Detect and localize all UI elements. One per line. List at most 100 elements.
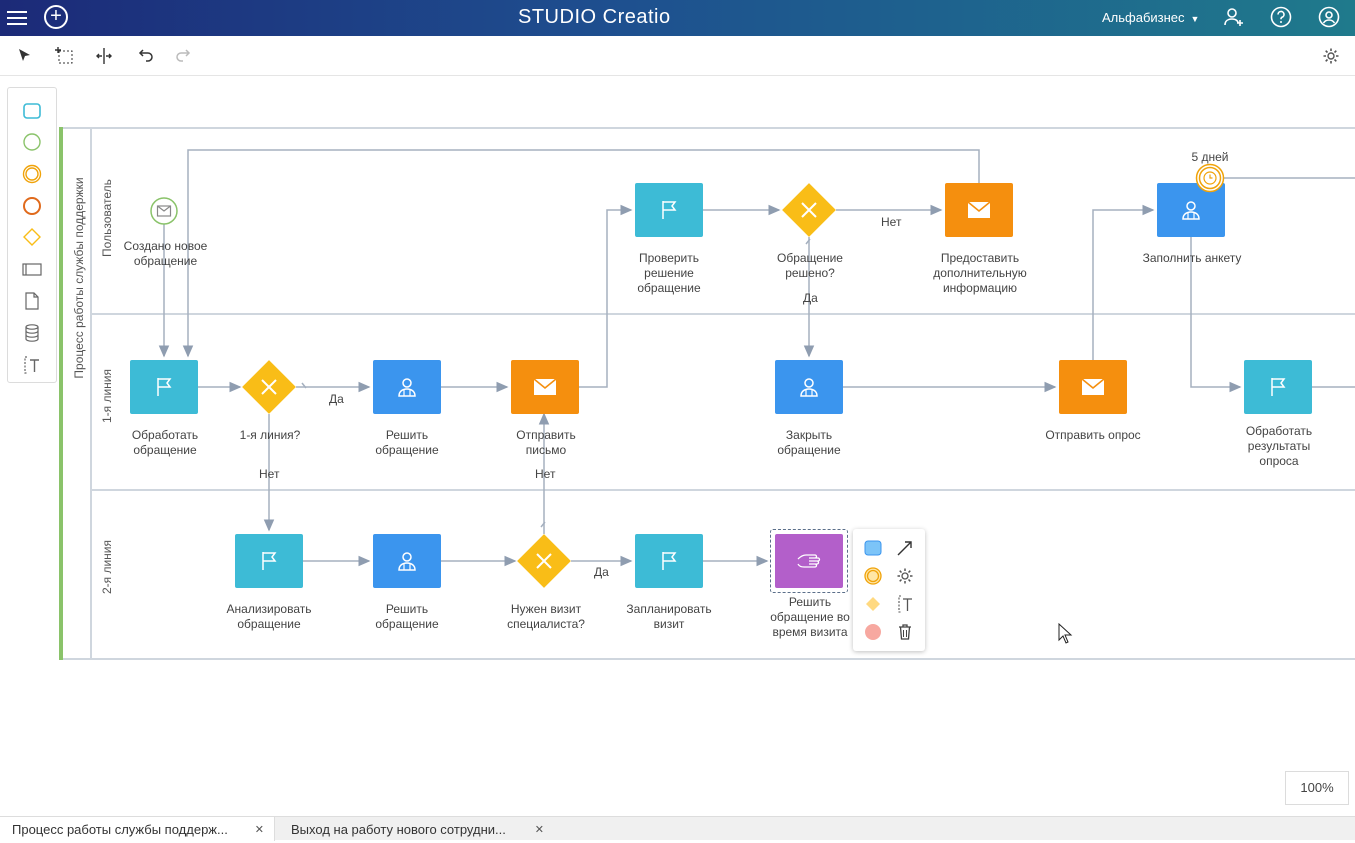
timer-event-icon[interactable] (1195, 163, 1225, 193)
lane-tool-icon[interactable] (21, 258, 43, 280)
label-process-results: Обработать результаты опроса (1245, 424, 1313, 468)
space-tool-icon[interactable] (94, 46, 114, 66)
element-palette (7, 87, 57, 383)
task-analyze-request[interactable] (235, 534, 303, 588)
designer-toolbar (0, 36, 1355, 76)
pool[interactable] (59, 127, 1355, 660)
tab-bar: Процесс работы службы поддерж... ✕ Выход… (0, 816, 1355, 841)
label-resolve-request-1: Решить обращение (375, 428, 439, 457)
start-event-tool-icon[interactable] (21, 131, 43, 153)
tab-label: Процесс работы службы поддерж... (12, 822, 228, 837)
label-process-request: Обработать обращение (131, 428, 199, 457)
flow-label-no: Нет (259, 467, 280, 481)
task-resolve-request-2[interactable] (373, 534, 441, 588)
label-timer: 5 дней (1191, 150, 1229, 164)
gateway-tool-icon[interactable] (21, 226, 43, 248)
lasso-select-icon[interactable] (54, 46, 74, 66)
menu-icon[interactable] (7, 8, 27, 26)
flag-icon (662, 201, 677, 219)
user-task-icon (398, 378, 416, 397)
flag-icon (262, 552, 277, 570)
label-check-solution: Проверить решение обращение (637, 251, 701, 295)
flag-icon (662, 552, 677, 570)
delete-icon[interactable] (895, 622, 915, 642)
manual-task-icon (797, 554, 821, 568)
label-analyze-request: Анализировать обращение (226, 602, 312, 631)
task-process-request[interactable] (130, 360, 198, 414)
help-icon[interactable] (1270, 6, 1292, 28)
tab-label: Выход на работу нового сотрудни... (291, 822, 506, 837)
label-fill-survey: Заполнить анкету (1142, 251, 1242, 265)
top-bar: + STUDIO Creatio Альфабизнес▼ (0, 0, 1355, 36)
user-task-icon (800, 378, 818, 397)
workspace-selector[interactable]: Альфабизнес▼ (1102, 10, 1200, 25)
flow-label-yes: Да (329, 392, 344, 406)
add-user-icon[interactable] (1223, 6, 1245, 28)
annotation-icon[interactable] (895, 594, 915, 614)
context-pad (853, 529, 925, 651)
intermediate-event-tool-icon[interactable] (21, 163, 43, 185)
append-end-event-icon[interactable] (863, 622, 883, 642)
label-send-letter: Отправить письмо (516, 428, 576, 457)
mail-icon (967, 201, 991, 218)
selection-outline (770, 529, 848, 593)
task-check-solution[interactable] (635, 183, 703, 237)
lane-divider (92, 313, 1355, 315)
connect-arrow-icon[interactable] (895, 538, 915, 558)
flag-icon (157, 378, 172, 396)
label-send-survey: Отправить опрос (1045, 428, 1141, 442)
task-send-survey[interactable] (1059, 360, 1127, 414)
pool-accent (59, 127, 63, 660)
undo-icon[interactable] (135, 46, 155, 66)
task-close-request[interactable] (775, 360, 843, 414)
tab-process-support[interactable]: Процесс работы службы поддерж... ✕ (0, 817, 275, 841)
flow-label-yes: Да (594, 565, 609, 579)
label-start-event: Создано новое обращение (123, 239, 208, 268)
mouse-cursor-icon (1058, 623, 1073, 644)
label-resolve-request-2: Решить обращение (375, 602, 439, 631)
flag-icon (1271, 378, 1286, 396)
profile-icon[interactable] (1318, 6, 1340, 28)
mail-icon (1081, 378, 1105, 395)
task-provide-info[interactable] (945, 183, 1013, 237)
label-resolve-on-visit: Решить обращение во время визита (770, 595, 850, 639)
data-object-tool-icon[interactable] (21, 290, 43, 312)
flow-label-no: Нет (535, 467, 556, 481)
append-intermediate-event-icon[interactable] (863, 566, 883, 586)
close-icon[interactable]: ✕ (254, 824, 264, 836)
user-task-icon (398, 552, 416, 571)
task-resolve-request-1[interactable] (373, 360, 441, 414)
task-resolve-on-visit[interactable] (775, 534, 843, 588)
user-task-icon (1182, 201, 1200, 220)
settings-icon[interactable] (895, 566, 915, 586)
append-gateway-icon[interactable] (863, 594, 883, 614)
lane-divider (92, 489, 1355, 491)
annotation-tool-icon[interactable] (21, 354, 43, 376)
close-icon[interactable]: ✕ (534, 824, 544, 836)
mail-icon (533, 378, 557, 395)
label-gateway-first-line: 1-я линия? (239, 428, 301, 442)
task-send-letter[interactable] (511, 360, 579, 414)
zoom-level[interactable]: 100% (1285, 771, 1349, 805)
task-process-results[interactable] (1244, 360, 1312, 414)
label-gateway-resolved: Обращение решено? (777, 251, 843, 280)
flow-label-yes: Да (803, 291, 818, 305)
redo-icon[interactable] (174, 46, 194, 66)
flow-label-no: Нет (881, 215, 902, 229)
pool-header-separator (90, 127, 92, 660)
append-task-icon[interactable] (863, 538, 883, 558)
message-start-event-icon[interactable] (149, 196, 179, 226)
pointer-icon[interactable] (15, 46, 35, 66)
task-plan-visit[interactable] (635, 534, 703, 588)
tab-new-employee[interactable]: Выход на работу нового сотрудни... ✕ (279, 817, 554, 841)
settings-icon[interactable] (1321, 46, 1341, 66)
label-provide-info: Предоставить дополнительную информацию (933, 251, 1027, 295)
label-plan-visit: Запланировать визит (626, 602, 712, 631)
task-tool-icon[interactable] (21, 100, 43, 122)
task-fill-survey[interactable] (1157, 183, 1225, 237)
add-icon[interactable]: + (44, 5, 68, 29)
end-event-tool-icon[interactable] (21, 195, 43, 217)
data-store-tool-icon[interactable] (21, 322, 43, 344)
label-gateway-visit: Нужен визит специалиста? (507, 602, 585, 631)
